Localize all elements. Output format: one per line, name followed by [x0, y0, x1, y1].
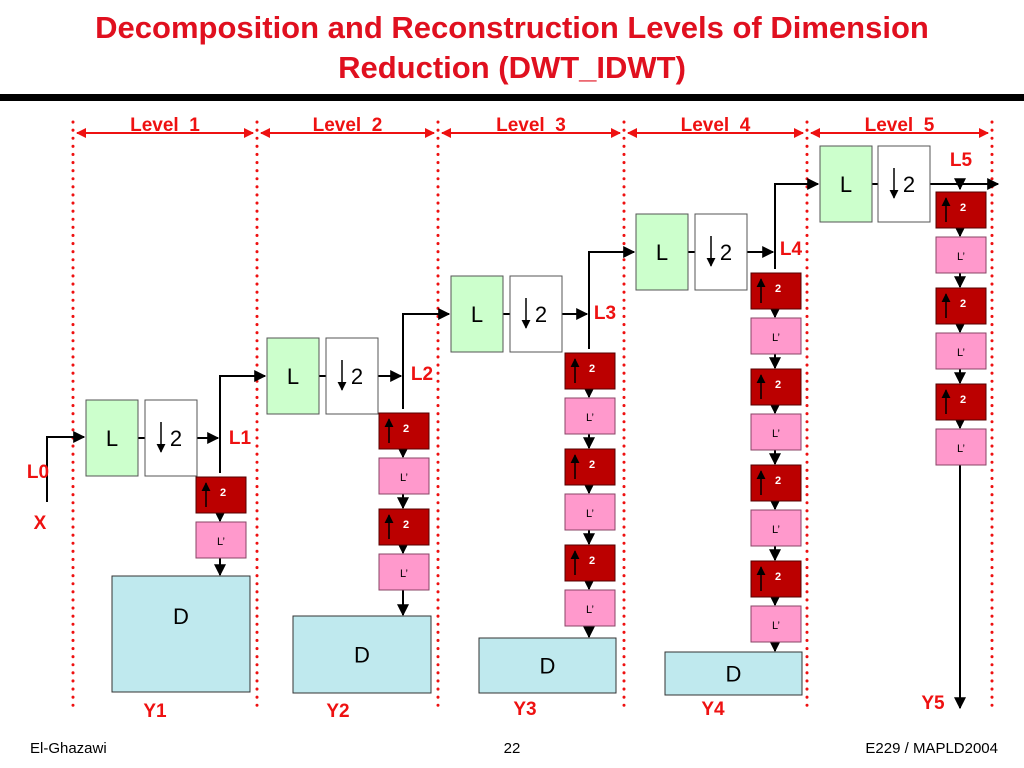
slide-title: Decomposition and Reconstruction Levels … — [0, 8, 1024, 88]
output-y-label-4: Y4 — [701, 699, 725, 720]
output-y-label-2: Y2 — [326, 701, 349, 722]
level-output-label-5: L5 — [950, 150, 973, 171]
detail-box-1 — [111, 575, 251, 693]
upsample-factor-1-1: 2 — [220, 487, 226, 499]
reconstruct-filter-label-5-2: L’ — [957, 347, 965, 359]
lowpass-filter-label-2: L — [287, 364, 299, 389]
footer-page-number: 22 — [503, 740, 521, 757]
output-y-label-3: Y3 — [513, 699, 536, 720]
upsample-factor-5-2: 2 — [960, 298, 966, 310]
reconstruct-filter-label-4-1: L’ — [772, 332, 780, 344]
detail-box-2 — [292, 615, 432, 694]
reconstruct-filter-1-1 — [195, 521, 247, 559]
reconstruct-filter-5-2 — [935, 332, 987, 370]
reconstruct-filter-2-2 — [378, 553, 430, 591]
reconstruct-filter-3-2 — [564, 493, 616, 531]
reconstruct-filter-label-2-1: L’ — [400, 472, 408, 484]
level-output-label-1: L1 — [229, 428, 252, 449]
level-output-label-3: L3 — [594, 303, 616, 324]
lowpass-filter-5 — [819, 145, 873, 223]
level-header-4: Level_4 — [681, 115, 751, 136]
downsample-box-2 — [325, 337, 379, 415]
downsample-factor-3: 2 — [535, 302, 547, 327]
level-header-5: Level_5 — [865, 115, 935, 136]
reconstruct-filter-5-3 — [935, 428, 987, 466]
footer-author: El-Ghazawi — [30, 740, 107, 757]
reconstruct-filter-3-3 — [564, 589, 616, 627]
footer-course: E229 / MAPLD2004 — [865, 740, 998, 757]
upsample-factor-3-2: 2 — [589, 459, 595, 471]
downsample-factor-1: 2 — [170, 426, 182, 451]
lowpass-filter-label-5: L — [840, 172, 852, 197]
reconstruct-filter-label-5-1: L’ — [957, 251, 965, 263]
level-header-3: Level_3 — [496, 115, 566, 136]
lowpass-filter-label-3: L — [471, 302, 483, 327]
upsample-factor-5-1: 2 — [960, 202, 966, 214]
reconstruct-filter-4-4 — [750, 605, 802, 643]
lowpass-filter-4 — [635, 213, 689, 291]
reconstruct-filter-5-1 — [935, 236, 987, 274]
detail-label-4: D — [726, 662, 742, 687]
lowpass-filter-label-4: L — [656, 240, 668, 265]
detail-box-4 — [664, 651, 803, 696]
upsample-factor-2-1: 2 — [403, 423, 409, 435]
reconstruct-filter-label-1-1: L’ — [217, 536, 225, 548]
downsample-box-5 — [877, 145, 931, 223]
title-divider — [0, 94, 1024, 101]
upsample-factor-3-1: 2 — [589, 363, 595, 375]
reconstruct-filter-label-4-3: L’ — [772, 524, 780, 536]
downsample-box-3 — [509, 275, 563, 353]
input-x-label: X — [34, 513, 47, 534]
level-0-label: L0 — [27, 462, 49, 483]
reconstruct-filter-4-3 — [750, 509, 802, 547]
reconstruct-filter-label-3-1: L’ — [586, 412, 594, 424]
reconstruct-filter-label-4-4: L’ — [772, 620, 780, 632]
lowpass-filter-3 — [450, 275, 504, 353]
output-y-label-1: Y1 — [143, 701, 167, 722]
feed-next-level-wire-4 — [774, 178, 820, 269]
level-header-1: Level_1 — [130, 115, 200, 136]
upsample-factor-5-3: 2 — [960, 394, 966, 406]
slide-title-line-1: Decomposition and Reconstruction Levels … — [95, 10, 929, 45]
reconstruct-filter-label-3-2: L’ — [586, 508, 594, 520]
detail-label-3: D — [540, 654, 556, 679]
reconstruct-filter-label-5-3: L’ — [957, 443, 965, 455]
reconstruct-filter-3-1 — [564, 397, 616, 435]
output-y-label-5: Y5 — [921, 693, 945, 714]
feed-next-level-wire-3 — [588, 246, 636, 349]
level-output-label-2: L2 — [411, 364, 433, 385]
detail-label-1: D — [173, 604, 189, 629]
reconstruct-filter-4-1 — [750, 317, 802, 355]
upsample-box-3-3 — [564, 544, 616, 582]
downsample-factor-4: 2 — [720, 240, 732, 265]
reconstruct-filter-2-1 — [378, 457, 430, 495]
level-output-label-4: L4 — [780, 239, 803, 260]
upsample-factor-4-4: 2 — [775, 571, 781, 583]
downsample-factor-5: 2 — [903, 172, 915, 197]
upsample-factor-3-3: 2 — [589, 555, 595, 567]
detail-label-2: D — [354, 643, 370, 668]
downsample-box-4 — [694, 213, 748, 291]
upsample-factor-2-2: 2 — [403, 519, 409, 531]
level-header-2: Level_2 — [313, 115, 383, 136]
reconstruct-filter-4-2 — [750, 413, 802, 451]
upsample-factor-4-2: 2 — [775, 379, 781, 391]
detail-box-3 — [478, 637, 617, 694]
reconstruct-filter-label-4-2: L’ — [772, 428, 780, 440]
lowpass-filter-2 — [266, 337, 320, 415]
input-wire — [46, 431, 86, 502]
upsample-box-5-1 — [935, 191, 987, 229]
slide-title-line-2: Reduction (DWT_IDWT) — [338, 50, 686, 85]
downsample-factor-2: 2 — [351, 364, 363, 389]
lowpass-filter-label-1: L — [106, 426, 118, 451]
upsample-factor-4-1: 2 — [775, 283, 781, 295]
downsample-box-1 — [144, 399, 198, 477]
feed-next-level-wire-2 — [402, 308, 451, 409]
feed-next-level-wire-1 — [219, 370, 267, 473]
upsample-factor-4-3: 2 — [775, 475, 781, 487]
reconstruct-filter-label-2-2: L’ — [400, 568, 408, 580]
reconstruct-filter-label-3-3: L’ — [586, 604, 594, 616]
lowpass-filter-1 — [85, 399, 139, 477]
